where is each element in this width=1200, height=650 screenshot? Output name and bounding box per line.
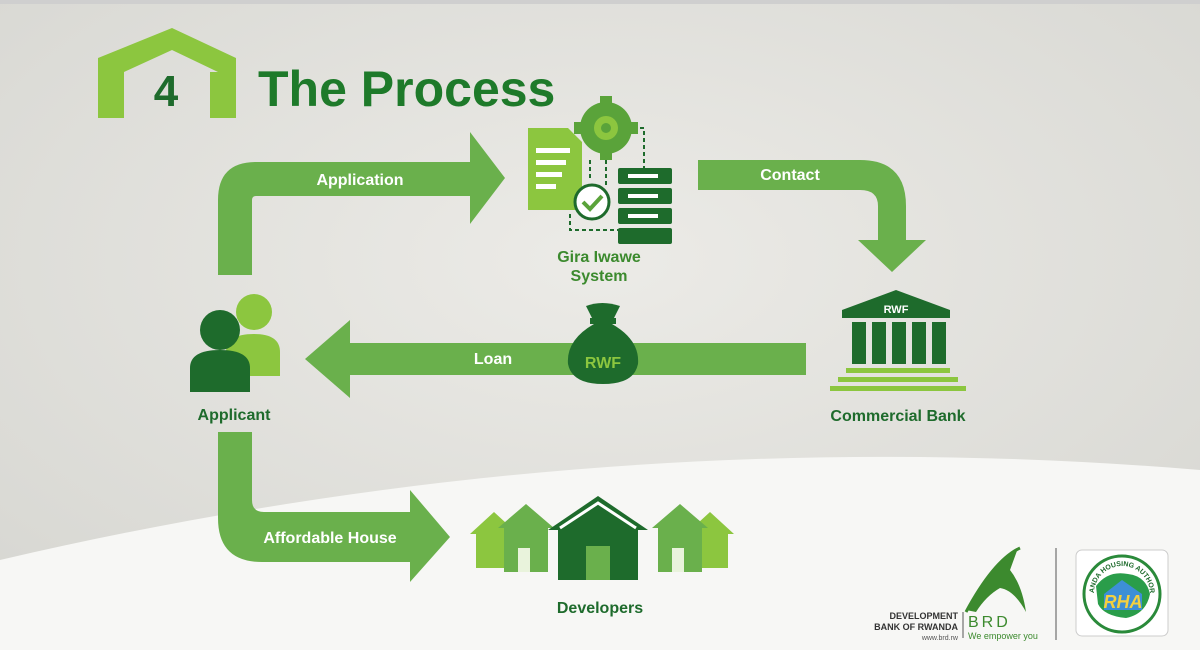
arrow-affordable-house	[218, 432, 450, 582]
developers-houses-icon	[470, 496, 734, 580]
house-outline-icon	[98, 28, 236, 118]
node-label-system-line2: System	[571, 268, 628, 285]
applicant-users-icon	[190, 294, 280, 392]
edge-label-application: Application	[316, 172, 403, 189]
brd-logo	[962, 546, 1026, 638]
system-process-icon	[528, 96, 672, 244]
node-label-applicant: Applicant	[198, 407, 272, 424]
edge-label-affordable-house: Affordable House	[263, 530, 396, 547]
brd-name: BRD	[968, 614, 1011, 631]
node-label-developers: Developers	[557, 600, 643, 617]
brd-text-line2: BANK OF RWANDA	[874, 622, 958, 632]
money-bag-text: RWF	[585, 355, 621, 372]
edge-label-loan: Loan	[474, 351, 512, 368]
arrow-contact	[698, 160, 926, 272]
brd-tagline: We empower you	[968, 631, 1038, 641]
brd-url: www.brd.rw	[921, 635, 959, 642]
rha-logo	[1075, 549, 1169, 637]
node-label-system-line1: Gira Iwawe	[557, 249, 641, 266]
bank-icon	[830, 290, 966, 391]
edge-label-contact: Contact	[760, 167, 820, 184]
brd-text-line1: DEVELOPMENT	[889, 611, 958, 621]
slide-number: 4	[154, 67, 179, 116]
money-bag-icon	[567, 303, 639, 384]
node-label-bank: Commercial Bank	[830, 408, 965, 425]
bank-icon-text: RWF	[884, 304, 909, 316]
page-title: The Process	[258, 61, 555, 117]
arrow-loan	[305, 320, 806, 398]
arrow-application	[218, 132, 505, 275]
rha-initials: RHA	[1104, 592, 1143, 612]
